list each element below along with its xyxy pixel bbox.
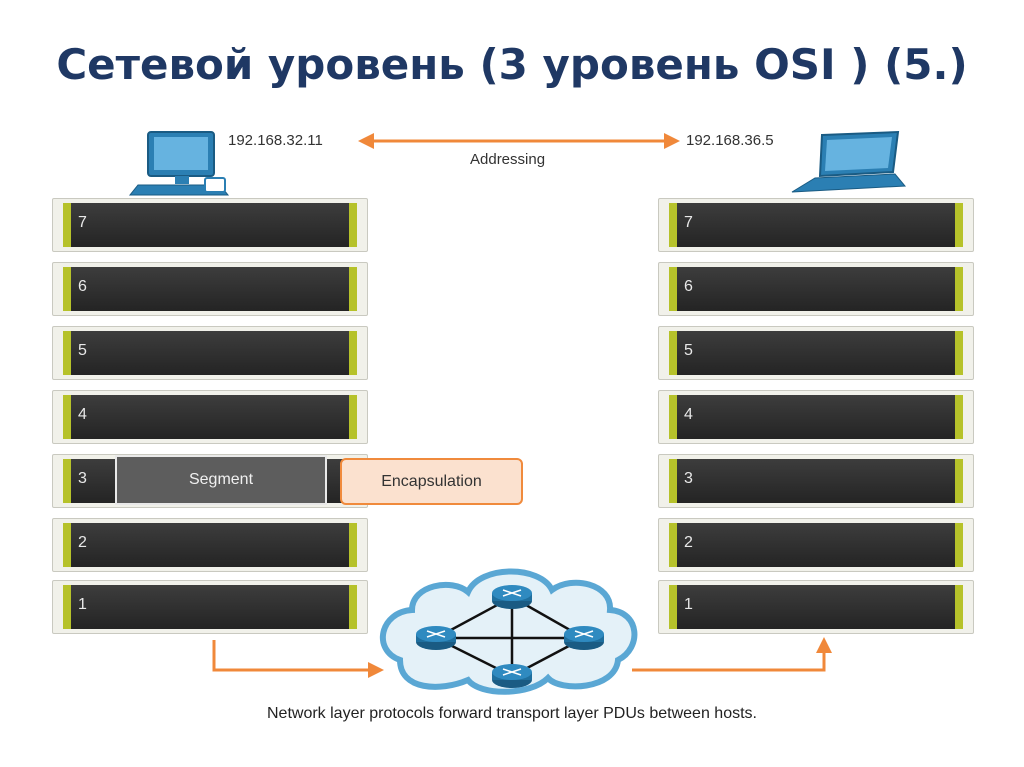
layer-accent-bar [669,395,677,439]
laptop-icon [791,130,907,193]
layer-accent-bar [669,523,677,567]
osi-layer-1: 1 [52,580,368,634]
osi-layer-6: 6 [658,262,974,316]
router-icon [492,664,532,688]
layer-accent-bar [669,267,677,311]
layer-accent-bar [63,395,71,439]
layer-accent-bar [955,331,963,375]
layer-number: 5 [684,342,693,359]
layer-accent-bar [63,203,71,247]
layer-number: 1 [684,596,693,613]
layer-accent-bar [669,203,677,247]
osi-layer-5: 5 [52,326,368,380]
osi-layer-2: 2 [52,518,368,572]
layer-accent-bar [669,331,677,375]
layer-accent-bar [955,203,963,247]
encapsulation-callout: Encapsulation [340,458,523,505]
layer-accent-bar [955,523,963,567]
layer-accent-bar [349,331,357,375]
layer-accent-bar [63,459,71,503]
layer-accent-bar [955,459,963,503]
osi-layer-1: 1 [658,580,974,634]
layer-number: 6 [78,278,87,295]
layer-accent-bar [349,395,357,439]
diagram-caption: Network layer protocols forward transpor… [267,705,757,722]
layer-accent-bar [669,459,677,503]
layer-accent-bar [669,585,677,629]
osi-layer-6: 6 [52,262,368,316]
layer-accent-bar [349,585,357,629]
router-icon [492,585,532,609]
layer-accent-bar [349,203,357,247]
layer-number: 6 [684,278,693,295]
osi-layer-4: 4 [658,390,974,444]
layer-number: 2 [684,534,693,551]
layer-number: 5 [78,342,87,359]
addressing-label: Addressing [470,151,546,168]
layer-number: 3 [684,470,693,487]
layer-accent-bar [955,585,963,629]
dest-ip: 192.168.36.5 [686,132,774,149]
layer-number: 3 [78,470,87,487]
router-cloud-icon [380,568,638,695]
layer-number: 4 [684,406,693,423]
segment-box: Segment [115,455,327,505]
layer-accent-bar [349,523,357,567]
page-title: Сетевой уровень (3 уровень OSI ) (5.) [56,40,968,89]
router-icon [564,626,604,650]
layer-accent-bar [955,267,963,311]
osi-layer-3: 3 [658,454,974,508]
addressing-arrow [358,133,680,149]
router-icon [416,626,456,650]
layer-accent-bar [63,523,71,567]
osi-layer-2: 2 [658,518,974,572]
layer-accent-bar [349,267,357,311]
desktop-computer-icon [128,131,230,196]
flow-arrow-right [632,637,832,672]
layer-number: 7 [78,214,87,231]
source-ip: 192.168.32.11 [228,132,323,149]
osi-layer-5: 5 [658,326,974,380]
flow-arrow-left [212,640,384,678]
layer-accent-bar [63,585,71,629]
osi-layer-4: 4 [52,390,368,444]
osi-layer-7: 7 [52,198,368,252]
layer-number: 1 [78,596,87,613]
layer-number: 7 [684,214,693,231]
layer-accent-bar [955,395,963,439]
osi-layer-7: 7 [658,198,974,252]
layer-number: 4 [78,406,87,423]
layer-accent-bar [63,331,71,375]
layer-accent-bar [63,267,71,311]
layer-number: 2 [78,534,87,551]
